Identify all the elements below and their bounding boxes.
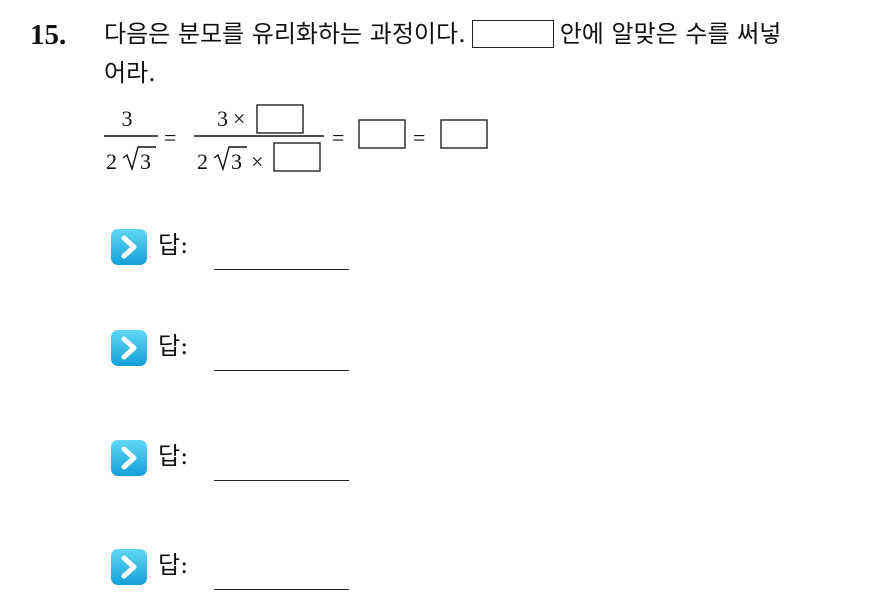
answer-blank-line[interactable] xyxy=(214,589,349,590)
chevron-right-icon xyxy=(111,229,147,265)
equals-sign-3: = xyxy=(413,125,425,150)
prompt-text-after-box: 안에 알맞은 수를 써넣 xyxy=(559,20,782,48)
lhs-radical-sign xyxy=(122,146,156,172)
question-prompt-continuation: 어라. xyxy=(104,59,156,87)
answer-blank-line[interactable] xyxy=(214,480,349,481)
question-number: 15. xyxy=(30,19,67,51)
mid-denominator-blank-box xyxy=(273,142,321,172)
answer-row-3: 답: xyxy=(110,439,360,499)
lhs-numerator: 3 xyxy=(122,106,133,131)
answer-label: 답: xyxy=(158,231,189,259)
question-prompt: 다음은 분모를 유리화하는 과정이다. 안에 알맞은 수를 써넣 xyxy=(104,17,781,51)
answer-label: 답: xyxy=(158,442,189,470)
chevron-right-icon xyxy=(111,440,147,476)
lhs-radicand: 3 xyxy=(140,149,151,174)
answer-label: 답: xyxy=(158,332,189,360)
result-blank-box-2 xyxy=(440,119,488,149)
result-blank-box-1 xyxy=(358,119,406,149)
answer-row-1: 답: xyxy=(110,228,360,288)
answer-row-4: 답: xyxy=(110,548,360,608)
mid-numerator-times: × xyxy=(233,106,245,131)
rationalization-equation: 3 2 3 = 3 × 2 3 × = = xyxy=(104,104,488,174)
answer-label: 답: xyxy=(158,551,189,579)
mid-numerator: 3 xyxy=(217,106,228,131)
mid-denominator-coefficient: 2 xyxy=(197,149,208,174)
equals-sign-2: = xyxy=(332,125,344,150)
chevron-right-icon xyxy=(111,330,147,366)
answer-row-2: 답: xyxy=(110,329,360,389)
mid-denominator-times: × xyxy=(251,149,263,174)
mid-numerator-blank-box xyxy=(256,104,304,134)
answer-blank-line[interactable] xyxy=(214,269,349,270)
mid-radicand: 3 xyxy=(231,149,242,174)
chevron-right-icon xyxy=(111,549,147,585)
equals-sign-1: = xyxy=(164,125,176,150)
answer-blank-line[interactable] xyxy=(214,370,349,371)
lhs-denominator-coefficient: 2 xyxy=(106,149,117,174)
mid-radical-sign xyxy=(213,146,247,172)
prompt-text-before-box: 다음은 분모를 유리화하는 과정이다. xyxy=(104,20,466,48)
prompt-blank-box xyxy=(471,20,554,48)
